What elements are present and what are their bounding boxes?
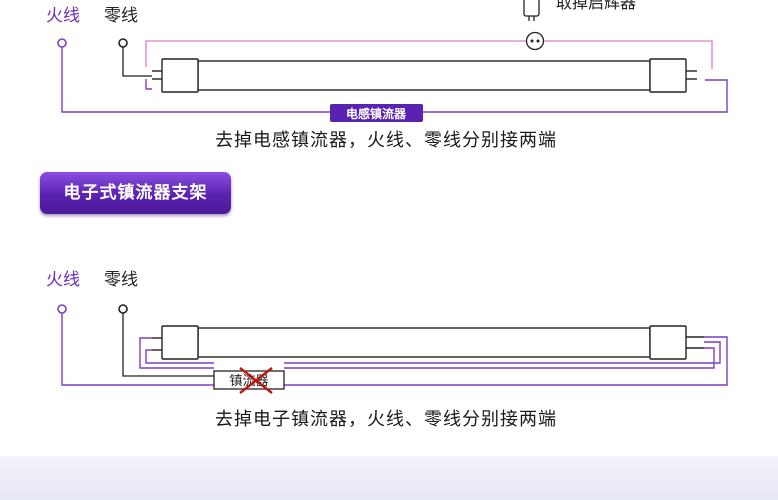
diagram-inductive-ballast: 火线 零线 取掉启辉器 bbox=[46, 0, 728, 151]
starter-icon bbox=[523, 0, 540, 21]
bottom-band bbox=[0, 456, 778, 500]
starter-removal-label: 取掉启辉器 bbox=[556, 0, 636, 12]
neutral-terminal bbox=[118, 38, 128, 48]
live-wire-label-2: 火线 bbox=[46, 270, 80, 290]
live-terminal bbox=[57, 38, 67, 48]
inductive-ballast-tag: 电感镇流器 bbox=[330, 104, 423, 122]
neutral-wire-label-2: 零线 bbox=[104, 270, 138, 290]
tube-right-pins bbox=[686, 70, 697, 80]
fluorescent-tube-2 bbox=[161, 325, 687, 360]
diagram2-caption: 去掉电子镇流器，火线、零线分别接两端 bbox=[215, 409, 557, 430]
neutral-wire-label: 零线 bbox=[104, 6, 138, 26]
diagram1-caption: 去掉电感镇流器，火线、零线分别接两端 bbox=[215, 130, 557, 151]
fluorescent-tube bbox=[161, 58, 687, 93]
cross-mark-icon bbox=[239, 367, 273, 394]
tube2-right-pins bbox=[686, 336, 704, 349]
tube2-left-pins bbox=[152, 337, 162, 351]
neutral-terminal-2 bbox=[118, 304, 128, 314]
electronic-ballast-box: 镇流器 bbox=[213, 370, 285, 390]
section-title-badge: 电子式镇流器支架 bbox=[40, 172, 231, 214]
live-wire-label: 火线 bbox=[46, 6, 80, 26]
diagram-electronic-ballast: 火线 零线 bbox=[46, 270, 728, 430]
tube-left-pins bbox=[152, 70, 162, 80]
live-terminal-2 bbox=[57, 304, 67, 314]
starter-socket-icon bbox=[525, 31, 545, 51]
inductive-ballast-label: 电感镇流器 bbox=[346, 106, 407, 121]
